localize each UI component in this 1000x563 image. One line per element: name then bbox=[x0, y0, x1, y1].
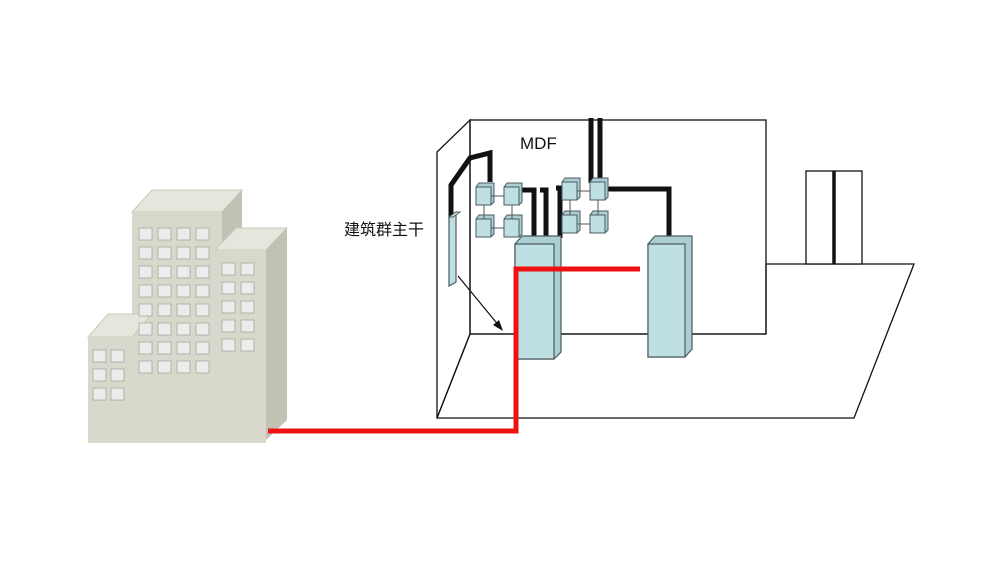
window bbox=[157, 341, 172, 355]
window bbox=[240, 262, 255, 276]
window bbox=[176, 360, 191, 374]
window bbox=[195, 284, 210, 298]
network-device-icon bbox=[589, 177, 609, 201]
window bbox=[240, 338, 255, 352]
window bbox=[138, 246, 153, 260]
window bbox=[157, 303, 172, 317]
network-device-icon bbox=[561, 177, 581, 201]
window bbox=[138, 265, 153, 279]
window bbox=[176, 284, 191, 298]
device-to-rack1-cable-a bbox=[518, 187, 537, 238]
window bbox=[195, 303, 210, 317]
network-device-icon bbox=[503, 214, 523, 238]
window bbox=[221, 281, 236, 295]
equipment-room bbox=[436, 118, 915, 419]
window bbox=[138, 341, 153, 355]
window bbox=[195, 360, 210, 374]
window bbox=[176, 322, 191, 336]
window bbox=[195, 341, 210, 355]
window bbox=[138, 227, 153, 241]
window bbox=[92, 368, 107, 382]
network-device-icon bbox=[589, 210, 609, 234]
wall-panel-cable bbox=[448, 149, 493, 222]
patch-cables bbox=[448, 118, 672, 238]
window bbox=[157, 265, 172, 279]
window bbox=[176, 227, 191, 241]
window bbox=[176, 246, 191, 260]
room-floor bbox=[436, 263, 915, 419]
window bbox=[221, 300, 236, 314]
window bbox=[157, 322, 172, 336]
window bbox=[195, 246, 210, 260]
window bbox=[110, 387, 125, 401]
wall-termination-panel bbox=[447, 210, 462, 288]
campus-backbone-cable bbox=[268, 266, 640, 434]
window bbox=[221, 262, 236, 276]
window bbox=[110, 368, 125, 382]
window bbox=[195, 322, 210, 336]
device-to-rack2-cable bbox=[606, 186, 672, 238]
window bbox=[195, 227, 210, 241]
network-devices bbox=[475, 177, 609, 238]
window bbox=[176, 265, 191, 279]
device-to-rack1-cable-b bbox=[540, 187, 549, 238]
network-device-icon bbox=[475, 182, 495, 206]
window bbox=[138, 303, 153, 317]
window bbox=[176, 341, 191, 355]
campus-backbone-label: 建筑群主干 bbox=[344, 220, 425, 239]
mdf-label: MDF bbox=[520, 134, 557, 153]
office-building-icon bbox=[86, 189, 289, 443]
device-links bbox=[483, 190, 599, 229]
window bbox=[157, 227, 172, 241]
window bbox=[221, 338, 236, 352]
equipment-rack-icon bbox=[647, 235, 693, 358]
window bbox=[92, 349, 107, 363]
window bbox=[221, 319, 236, 333]
window bbox=[240, 300, 255, 314]
pointer-arrow bbox=[457, 275, 503, 331]
window bbox=[157, 284, 172, 298]
network-device-icon bbox=[561, 210, 581, 234]
equipment-rack-icon bbox=[514, 235, 562, 360]
window bbox=[138, 322, 153, 336]
window bbox=[110, 349, 125, 363]
window bbox=[138, 284, 153, 298]
device-to-rack1-cable-c bbox=[556, 185, 563, 238]
window bbox=[92, 387, 107, 401]
window bbox=[157, 360, 172, 374]
network-device-icon bbox=[475, 214, 495, 238]
window bbox=[138, 360, 153, 374]
network-device-icon bbox=[503, 182, 523, 206]
window bbox=[176, 303, 191, 317]
window bbox=[240, 319, 255, 333]
building-windows bbox=[92, 227, 255, 401]
window bbox=[195, 265, 210, 279]
window bbox=[240, 281, 255, 295]
door-icon bbox=[805, 170, 863, 265]
window bbox=[157, 246, 172, 260]
